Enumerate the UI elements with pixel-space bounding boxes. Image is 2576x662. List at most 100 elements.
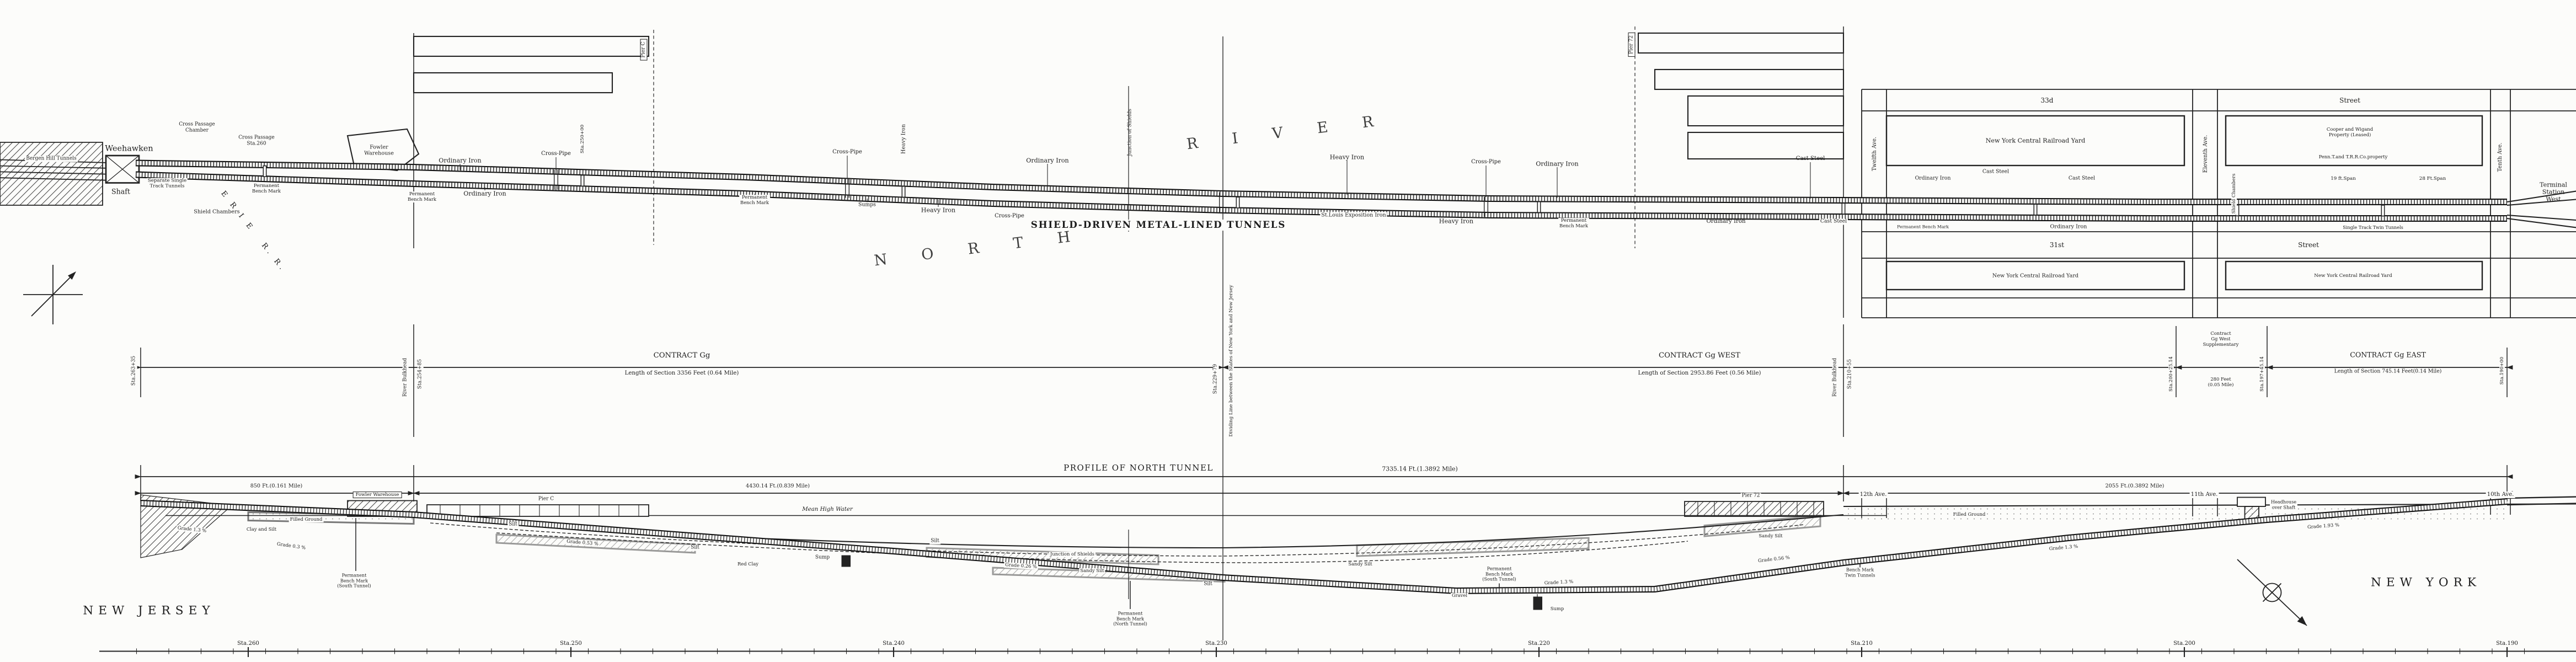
label-fowler-warehouse-profile: Fowler Warehouse <box>352 492 402 498</box>
label-heavy-iron-1: Heavy Iron <box>900 124 907 154</box>
label-ruler-sta-240: Sta.240 <box>881 640 906 648</box>
label-headhouse: Headhouse over Shaft <box>2269 499 2298 510</box>
label-mean-high-water: Mean High Water <box>801 506 854 514</box>
label-single-track-twin-tunnels: Single Track Twin Tunnels <box>2342 224 2404 231</box>
label-new-york: NEW YORK <box>2370 575 2482 590</box>
label-12th-ave: 12th Ave. <box>1858 491 1888 499</box>
label-cross-passage-chamber: Cross Passage Chamber <box>179 121 215 133</box>
label-terminal-station-west: Terminal Station West <box>2540 181 2567 203</box>
label-river-bulkhead-ny: River Bulkhead <box>1832 356 1839 398</box>
label-twelfth-ave: Twelfth Ave. <box>1872 135 1878 173</box>
label-sta-254-85: Sta.254+85 <box>417 357 424 391</box>
label-ruler-sta-250: Sta.250 <box>559 640 583 648</box>
label-profile-total-length: 7335.14 Ft.(1.3892 Mile) <box>1381 465 1459 473</box>
label-profile-title: PROFILE OF NORTH TUNNEL <box>1062 463 1215 473</box>
label-silt-2: Silt <box>690 544 701 551</box>
north-arrow-icon-ny <box>2237 559 2307 626</box>
label-dividing-line: Dividing Line between the States of New … <box>1228 284 1234 438</box>
label-length-4430: 4430.14 Ft.(0.839 Mile) <box>745 482 811 489</box>
label-ruler-sta-210: Sta.210 <box>1850 640 1874 648</box>
label-shield-chambers-right: Shield Chambers <box>2231 172 2237 215</box>
label-ordinary-iron-below-2: Ordinary Iron <box>1706 218 1746 225</box>
label-grade-1: Grade 1.3 % <box>176 525 208 534</box>
north-arrow-icon <box>23 265 83 325</box>
label-11th-ave: 11th Ave. <box>2189 491 2219 499</box>
label-cross-pipe-1: Cross-Pipe <box>541 151 571 157</box>
label-ruler-sta-200: Sta.200 <box>2172 640 2196 648</box>
label-clay-and-silt: Clay and Silt <box>245 526 278 532</box>
label-sandy-silt-3: Sandy Silt <box>1757 533 1784 539</box>
label-cast-steel-4: Cast Steel <box>1819 218 1848 225</box>
label-nyc-yard-upper: New York Central Railroad Yard <box>1985 137 2086 145</box>
label-cross-pipe-4: Cross-Pipe <box>993 212 1025 220</box>
label-grade-4: Grade 0.26 % <box>1003 562 1039 570</box>
label-sumps: Sumps <box>857 201 877 209</box>
label-filled-ground-right: Filled Ground <box>1952 511 1987 517</box>
label-33d: 33d <box>2040 96 2054 104</box>
label-junction-of-shields-profile: Junction of Shields <box>1049 551 1095 557</box>
label-pier-72-profile: Pier 72 <box>1740 493 1761 499</box>
label-contract-g-length: Length of Section 3356 Feet (0.64 Mile) <box>623 370 740 377</box>
label-bench-mark-twin: Bench Mark Twin Tunnels <box>1843 567 1877 578</box>
profile-view <box>140 494 2576 610</box>
label-erie-rr: E R I E R. R. <box>219 189 288 274</box>
label-cast-steel-2: Cast Steel <box>1981 168 2011 175</box>
label-junction-of-shields-plan: Junction of Shields <box>1127 109 1133 156</box>
label-grade-5: Grade 1.3 % <box>1543 579 1575 586</box>
contract-dimensions <box>135 324 2513 437</box>
label-new-jersey: NEW JERSEY <box>83 604 215 618</box>
label-silt-1: Silt <box>507 521 519 528</box>
label-sandy-silt-2: Sandy Silt <box>1347 561 1373 567</box>
station-ruler <box>99 644 2576 657</box>
profile-dimensions <box>135 465 2513 501</box>
label-cooper-wigand: Cooper and Wigand Property (Leased) <box>2326 126 2374 137</box>
label-ordinary-iron-below-1: Ordinary Iron <box>463 190 506 197</box>
label-pier-72-plan: Pier 72 <box>1628 33 1636 57</box>
label-permanent-bench-mark-3: Permanent Bench Mark <box>1558 217 1589 229</box>
label-permanent-bench-mark-shaft: Permanent Bench Mark <box>251 183 282 194</box>
label-contract-geast-length: Length of Section 745.14 Feet(0.14 Mile) <box>2333 368 2443 375</box>
label-pier-c-profile: Pier C <box>537 496 555 502</box>
label-grade-6: Grade 0.56 % <box>1756 554 1792 564</box>
label-31st: 31st <box>2049 241 2065 249</box>
label-grade-8: Grade 1.93 % <box>2306 522 2341 531</box>
label-sta-229-79: Sta.229+79 <box>1212 362 1218 396</box>
label-span-28ft: 28 Ft.Span <box>2418 175 2447 182</box>
label-cross-passage-sta260: Cross Passage Sta.260 <box>238 135 275 146</box>
label-sta-197-45: Sta.197+45.14 <box>2259 355 2265 393</box>
label-contract-supplementary-length: 280 Feet (0.05 Mile) <box>2206 376 2235 388</box>
label-ruler-sta-220: Sta.220 <box>1527 640 1551 648</box>
label-gravel: Gravel <box>1450 592 1469 599</box>
label-pbm-south-1: Permanent Bench Mark (South Tunnel) <box>336 572 372 589</box>
label-contract-geast-title: CONTRACT Gg EAST <box>2349 350 2427 359</box>
label-fowler-warehouse-plan: Fowler Warehouse <box>364 144 394 157</box>
label-cast-steel-1: Cast Steel <box>1795 155 1825 162</box>
label-river-word: R I V E R <box>1185 111 1389 153</box>
label-contract-gwest-title: CONTRACT Gg WEST <box>1658 351 1741 360</box>
label-contract-supplementary: Contract Gg West Supplementary <box>2201 330 2240 348</box>
label-river-bulkhead-nj: River Bulkhead <box>402 356 409 398</box>
label-penn-tt-property: Penn.T.and T.R.R.Co.property <box>2318 154 2388 160</box>
label-filled-ground-left: Filled Ground <box>288 516 324 522</box>
label-shaft: Shaft <box>111 187 130 196</box>
label-pbm-north-1: Permanent Bench Mark (North Tunnel) <box>1112 610 1148 627</box>
label-nyc-yard-lower-right: New York Central Railroad Yard <box>2314 273 2392 279</box>
label-eleventh-ave: Eleventh Ave. <box>2203 134 2209 174</box>
label-31st-street: Street <box>2298 241 2319 249</box>
label-contract-g-title: CONTRACT Gg <box>652 351 712 360</box>
label-ordinary-iron-4: Ordinary Iron <box>1914 175 1952 182</box>
label-ordinary-iron-2: Ordinary Iron <box>1026 157 1069 164</box>
label-length-850: 850 Ft.(0.161 Mile) <box>249 482 304 489</box>
label-ruler-sta-190: Sta.190 <box>2495 640 2519 648</box>
label-cross-pipe-2: Cross-Pipe <box>832 149 862 156</box>
label-ordinary-iron-below-3: Ordinary Iron <box>2049 223 2088 230</box>
label-ruler-sta-230: Sta.230 <box>1204 640 1228 648</box>
label-ruler-sta-260: Sta.260 <box>236 640 260 648</box>
label-cast-steel-3: Cast Steel <box>2067 175 2097 182</box>
label-grade-3: Grade 0.53 % <box>565 538 600 547</box>
label-grade-2: Grade 0.3 % <box>275 541 307 551</box>
label-sta-190-00: Sta.190+00 <box>2499 355 2505 386</box>
label-pier-c-plan: Pier C <box>640 39 648 61</box>
